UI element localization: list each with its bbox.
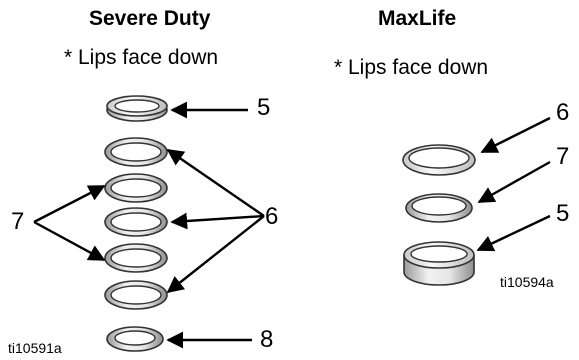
arrow-6b-left (170, 212, 265, 230)
arrow-6a-left (166, 149, 265, 217)
callout-5-right: 5 (556, 200, 570, 227)
maxlife-note: * Lips face down (334, 56, 489, 79)
seal-ring-6c-left (104, 280, 168, 310)
callout-8-left: 8 (260, 326, 274, 353)
callout-6-left: 6 (265, 203, 279, 230)
arrow-7a-left (33, 184, 106, 224)
left-arrows (33, 101, 265, 349)
severe-duty-title: Severe Duty (89, 7, 211, 30)
right-arrows (476, 116, 551, 252)
arrow-6c-left (166, 215, 265, 294)
arrow-6-right (480, 116, 551, 154)
seal-ring-6-right (402, 144, 476, 176)
seal-ring-7b-left (104, 243, 168, 273)
seal-ring-6a-left (104, 137, 168, 167)
arrow-7-right (477, 160, 551, 204)
arrow-5-right (476, 214, 551, 252)
seal-ring-5-left (106, 95, 168, 122)
callout-7-right: 7 (556, 143, 570, 170)
callout-5-left: 5 (257, 94, 271, 121)
seal-ring-7-right (405, 193, 473, 223)
seal-ring-6b-left (104, 207, 168, 237)
maxlife-title: MaxLife (378, 7, 457, 30)
seal-ring-7a-left (104, 173, 168, 203)
seal-ring-8-left (106, 326, 164, 352)
arrow-7b-left (33, 220, 106, 262)
callout-6-right: 6 (556, 99, 570, 126)
severe-duty-note: * Lips face down (64, 46, 219, 69)
figure-id-right: ti10594a (500, 274, 554, 290)
callout-7-left: 7 (11, 208, 25, 235)
seal-ring-5-right (403, 241, 475, 286)
figure-id-left: ti10591a (8, 340, 62, 356)
